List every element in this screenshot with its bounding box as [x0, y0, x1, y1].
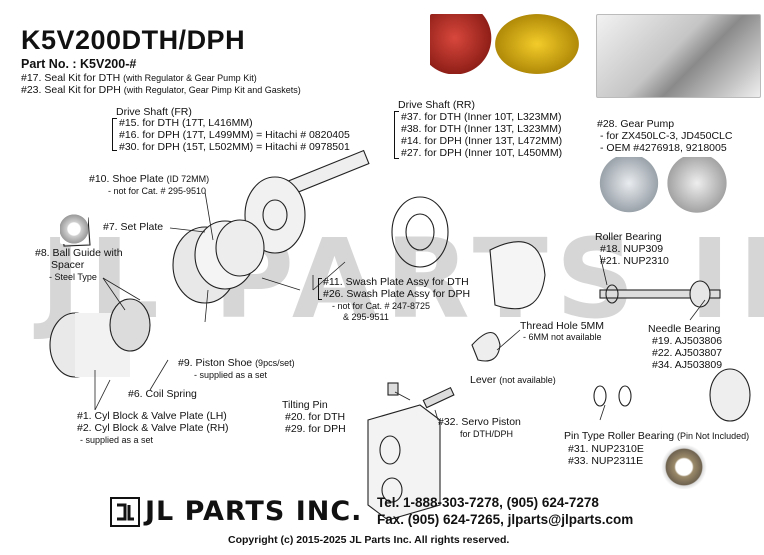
- pin-roller-heading: Pin Type Roller Bearing (Pin Not Include…: [564, 430, 750, 442]
- drive-shaft-rr-14: #14. for DPH (Inner 13T, L472MM): [401, 135, 563, 147]
- drive-shaft-rr-27: #27. for DPH (Inner 10T, L450MM): [401, 147, 563, 159]
- tilting-pin-29: #29. for DPH: [285, 423, 346, 435]
- set-plate-label: #7. Set Plate: [103, 221, 164, 233]
- thread-hole-heading: Thread Hole 5MM: [520, 320, 605, 332]
- ball-guide-spacer: Spacer: [51, 259, 85, 271]
- roller-bearing-heading: Roller Bearing: [595, 231, 662, 243]
- drive-shaft-fr-15: #15. for DTH (17T, L416MM): [119, 117, 253, 129]
- gear-pump-models: - for ZX450LC-3, JD450CLC: [600, 130, 733, 142]
- servo-piston-illustration: [422, 386, 455, 409]
- tilting-pin-illustration: [387, 382, 399, 396]
- drive-shaft-fr-30: #30. for DPH (15T, L502MM) = Hitachi # 0…: [119, 141, 350, 153]
- page-title: K5V200DTH/DPH: [21, 25, 246, 55]
- drive-shaft-rr-37: #37. for DTH (Inner 10T, L323MM): [401, 111, 562, 123]
- yellow-pump-photo: [495, 14, 579, 74]
- seal-kit-dth: #17. Seal Kit for DTH (with Regulator & …: [21, 72, 257, 84]
- swash-plate-dph: #26. Swash Plate Assy for DPH: [323, 288, 471, 300]
- part-number: Part No. : K5V200-#: [21, 57, 137, 71]
- shoe-plate-note: - not for Cat. # 295-9510: [108, 186, 207, 196]
- swash-plate-dth: #11. Swash Plate Assy for DTH: [323, 276, 469, 288]
- roller-bearing-21: #21. NUP2310: [600, 255, 669, 267]
- tilting-pin-heading: Tilting Pin: [282, 399, 328, 411]
- servo-piston-label: #32. Servo Piston: [438, 416, 521, 428]
- servo-housing-illustration: [367, 404, 441, 521]
- red-pump-photo: [430, 14, 492, 74]
- drive-shaft-rr-bracket: [394, 111, 399, 159]
- swash-plate-note: - not for Cat. # 247-8725: [332, 301, 431, 311]
- drive-shaft-fr-bracket: [112, 118, 117, 151]
- brand-name: JL PARTS INC.: [145, 496, 363, 527]
- thread-hole-note: - 6MM not available: [523, 332, 602, 342]
- cyl-block-note: - supplied as a set: [80, 435, 154, 445]
- parts-kit-photo: [596, 14, 761, 98]
- tilting-pin-20: #20. for DTH: [285, 411, 346, 423]
- drive-shaft-fr-16: #16. for DPH (17T, L499MM) = Hitachi # 0…: [119, 129, 350, 141]
- gear-pump-photo-2: [665, 157, 729, 215]
- phone-numbers: Tel. 1-888-303-7278, (905) 624-7278: [377, 495, 599, 510]
- lever-illustration: [471, 331, 501, 362]
- needle-bearing-22: #22. AJ503807: [652, 347, 723, 359]
- coil-spring-label: #6. Coil Spring: [128, 388, 197, 400]
- needle-bearing-34: #34. AJ503809: [652, 359, 723, 371]
- brand-logo-icon: [110, 497, 140, 527]
- piston-shoe-label: #9. Piston Shoe (9pcs/set): [178, 357, 295, 369]
- fax-email: Fax. (905) 624-7265, jlparts@jlparts.com: [377, 512, 634, 527]
- ball-guide-label: #8. Ball Guide with: [35, 247, 123, 259]
- ball-guide-photo: [60, 214, 88, 244]
- swash-plate-illustration: [391, 196, 449, 268]
- watermark: JL PARTS INC.: [40, 215, 764, 343]
- drive-shaft-rr-38: #38. for DTH (Inner 13T, L323MM): [401, 123, 562, 135]
- valve-plate-illustration: [709, 368, 751, 422]
- drive-shaft-fr-heading: Drive Shaft (FR): [116, 106, 192, 118]
- lever-label: Lever (not available): [470, 374, 556, 386]
- drive-shaft-rr-heading: Drive Shaft (RR): [398, 99, 476, 111]
- needle-bearing-19: #19. AJ503806: [652, 335, 723, 347]
- swash-plate-note-2: & 295-9511: [343, 312, 389, 322]
- servo-piston-note: for DTH/DPH: [460, 429, 514, 439]
- ball-guide-type: - Steel Type: [49, 272, 97, 282]
- rear-housing-illustration: [489, 241, 546, 310]
- pin-roller-33: #33. NUP2311E: [568, 455, 644, 467]
- rear-shaft-illustration: [599, 289, 721, 299]
- roller-bearing-18: #18. NUP309: [600, 243, 664, 255]
- gear-pump-heading: #28. Gear Pump: [597, 118, 675, 130]
- seal-kit-dph: #23. Seal Kit for DPH (with Regulator, G…: [21, 84, 301, 96]
- piston-shoe-note: - supplied as a set: [194, 370, 268, 380]
- gear-pump-oem: - OEM #4276918, 9218005: [600, 142, 727, 154]
- cyl-block-lh: #1. Cyl Block & Valve Plate (LH): [77, 410, 227, 422]
- cyl-block-rh: #2. Cyl Block & Valve Plate (RH): [77, 422, 229, 434]
- needle-bearing-heading: Needle Bearing: [648, 323, 721, 335]
- pin-roller-bearing-photo: [660, 445, 708, 489]
- shoe-plate-label: #10. Shoe Plate (ID 72MM): [89, 173, 210, 185]
- copyright: Copyright (c) 2015-2025 JL Parts Inc. Al…: [228, 534, 510, 546]
- pin-roller-31: #31. NUP2310E: [568, 443, 644, 455]
- swash-plate-bracket: [318, 278, 322, 300]
- gear-pump-photo-1: [598, 157, 660, 215]
